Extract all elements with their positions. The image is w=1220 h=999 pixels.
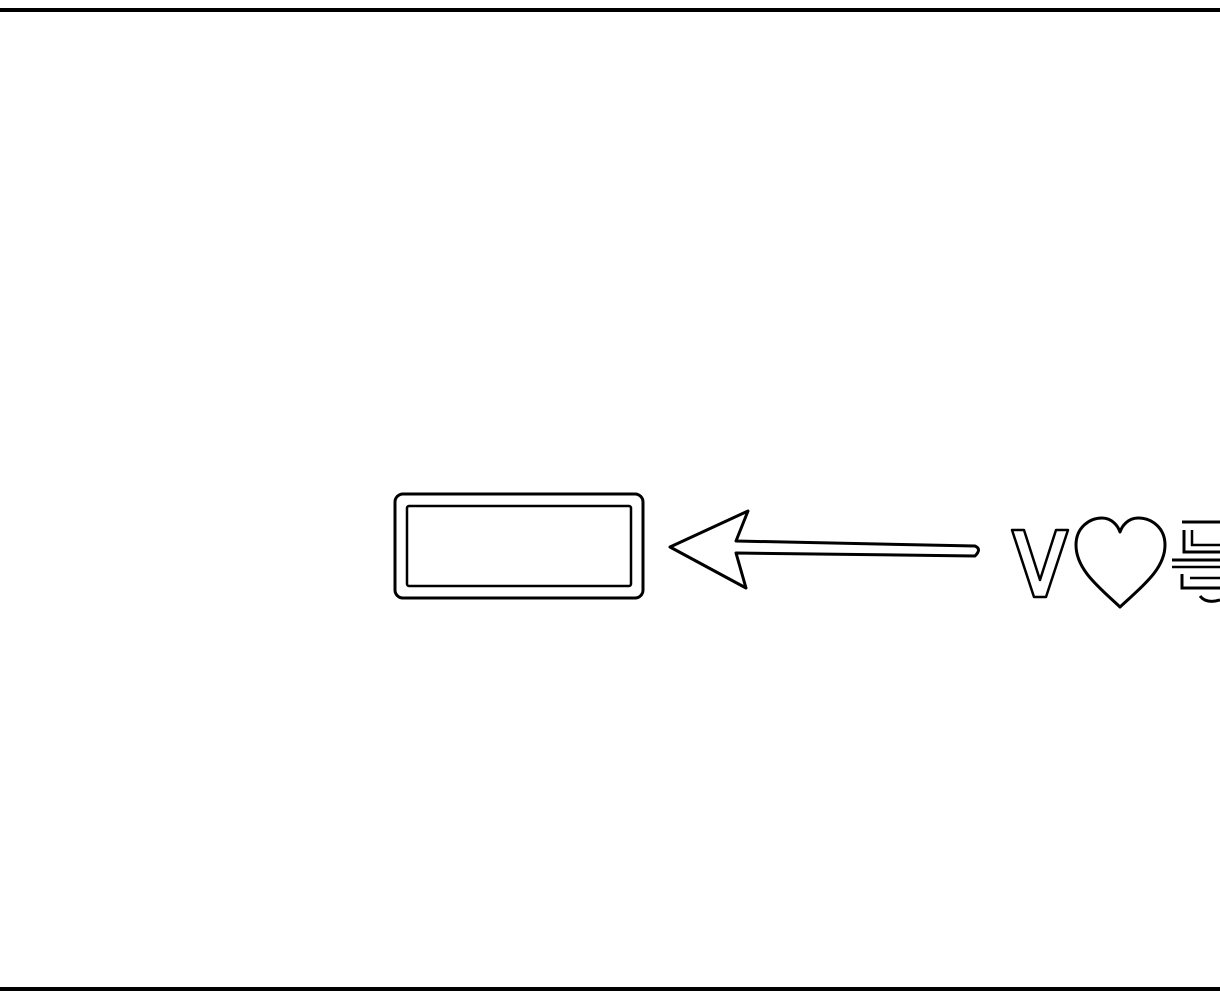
heart-icon [1074,516,1167,609]
empty-box [393,492,645,600]
top-border-line [0,8,1220,12]
partial-glyph-icon [1172,520,1220,603]
left-arrow [668,509,980,590]
letter-v-glyph: V [1010,528,1070,599]
bottom-border-line [0,987,1220,991]
